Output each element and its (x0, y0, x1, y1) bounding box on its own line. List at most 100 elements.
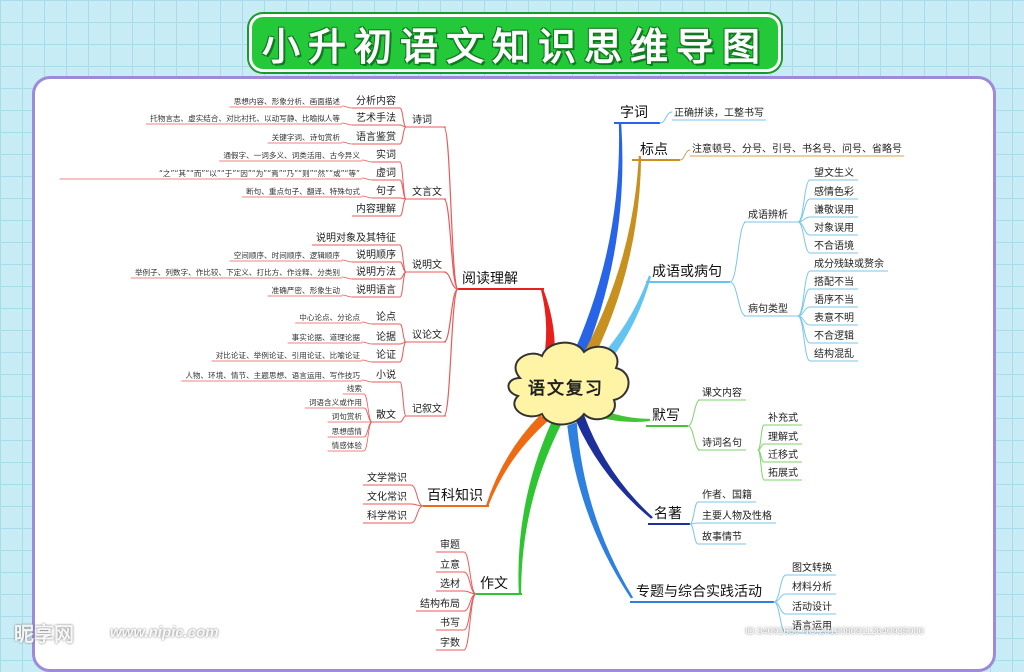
node-reading-detail: 准确严密、形象生动 (272, 285, 341, 295)
node-reading-item: 论据 (376, 330, 396, 343)
link-moxie-item (757, 449, 765, 481)
node-reading-item: 散文 (376, 408, 396, 421)
link-reading-item (399, 107, 407, 128)
node-reading-detail: 事实论据、道理论据 (292, 332, 361, 342)
mindmap-canvas: 阅读理解诗词分析内容思想内容、形象分析、画面描述艺术手法托物言志、虚实结合、对比… (59, 94, 904, 651)
node-chengyu-item: 成分残缺或赘余 (814, 257, 884, 270)
node-reading-item: 说明对象及其特征 (316, 231, 396, 244)
node-reading-group: 诗词 (412, 113, 432, 126)
node-moxie-group: 课文内容 (702, 386, 742, 399)
link-zuowen-item (463, 571, 477, 595)
link-reading-item (399, 271, 407, 298)
link-sanwen-sub (363, 407, 373, 423)
node-mingzhu-item: 故事情节 (702, 530, 742, 543)
node-reading-detail: 举例子、列数字、作比较、下定义、打比方、作诠释、分类别 (135, 267, 340, 277)
link-reading-group (443, 288, 459, 417)
node-reading-detail: 人物、环境、情节、主题思想、语言运用、写作技巧 (185, 370, 360, 380)
link-reading-item (399, 341, 407, 363)
node-zuowen-item: 结构布局 (420, 597, 460, 610)
node-sanwen-sub: 词句赏析 (332, 411, 363, 421)
node-reading-item: 内容理解 (356, 202, 396, 215)
node-chengyu-item: 结构混乱 (814, 347, 854, 360)
watermark-url: www.nipic.com (110, 624, 219, 641)
node-reading-item: 实词 (376, 148, 396, 161)
link-moxie-item (757, 424, 765, 451)
link-reading-detail (361, 177, 373, 181)
node-reading-item: 虚词 (376, 167, 396, 179)
node-reading-group: 记叙文 (412, 402, 442, 415)
node-zici: 字词 (620, 105, 648, 121)
link-zuowen-item (463, 593, 477, 651)
link-reading-detail (341, 141, 353, 145)
link-reading-detail (341, 259, 353, 263)
node-sanwen-sub: 词语含义或作用 (309, 397, 362, 407)
link-zhuanti-item (773, 601, 787, 634)
link-chengyu-item (797, 270, 811, 317)
node-moxie: 默写 (652, 408, 680, 424)
node-zhuanti-item: 材料分析 (792, 580, 832, 593)
link-chengyu-group (729, 281, 747, 317)
node-chengyu-item: 语序不当 (814, 293, 854, 306)
link-reading-detail (361, 321, 373, 325)
link-chengyu-item (797, 198, 811, 223)
link-chengyu-item (797, 179, 811, 223)
node-zuowen-item: 字数 (440, 636, 460, 649)
link-moxie-group (687, 399, 701, 427)
link-biaodian-detail (679, 149, 691, 161)
node-reading-item: 分析内容 (356, 94, 396, 107)
node-chengyu-item: 不合逻辑 (814, 329, 854, 342)
node-reading-item: 语言鉴赏 (356, 130, 396, 143)
node-reading-detail: “之”“其”“而”“以”“于”“因”“为”“焉”“乃”“则”“然”“或”“等” (159, 168, 360, 178)
link-reading-detail (361, 341, 373, 345)
link-reading-item (399, 198, 407, 217)
node-mingzhu-item: 主要人物及性格 (702, 509, 772, 522)
node-reading-detail: 中心论点、分论点 (299, 312, 360, 322)
node-chengyu-group: 病句类型 (748, 302, 788, 315)
link-reading-group (443, 198, 459, 290)
node-baike-item: 文化常识 (367, 490, 407, 503)
link-reading-detail (341, 122, 353, 126)
trunk-zici (568, 122, 623, 368)
link-moxie-group (687, 425, 701, 451)
link-reading-detail (341, 105, 353, 109)
link-reading-item (399, 381, 407, 417)
node-reading-detail: 空间顺序、时间顺序、逻辑顺序 (234, 250, 341, 260)
link-reading-group (443, 126, 459, 290)
node-zhuanti-item: 活动设计 (792, 600, 832, 613)
node-moxie-item: 迁移式 (768, 448, 798, 461)
node-reading-detail: 关键字词、诗句赏析 (272, 132, 341, 142)
link-reading-item (399, 323, 407, 343)
trunk-baike (485, 415, 549, 507)
node-reading-group: 文言文 (412, 185, 442, 198)
link-reading-detail (361, 359, 373, 363)
node-reading-item: 论证 (376, 348, 396, 361)
node-sanwen-sub: 线索 (347, 383, 363, 393)
node-reading-item: 句子 (376, 184, 396, 197)
node-reading-detail: 断句、重点句子、翻译、特殊句式 (246, 186, 360, 196)
node-zuowen-item: 书写 (440, 617, 460, 629)
node-moxie-group: 诗词名句 (702, 436, 742, 449)
link-reading-detail (361, 195, 373, 199)
node-moxie-item: 拓展式 (768, 466, 798, 479)
link-mingzhu-item (689, 501, 699, 525)
center-label: 语文复习 (528, 378, 604, 399)
node-chengyu-item: 表意不明 (814, 311, 854, 324)
node-biaodian: 标点 (640, 142, 668, 158)
node-zuowen-item: 选材 (440, 577, 460, 590)
link-reading-detail (341, 276, 353, 280)
node-biaodian-detail: 注意顿号、分号、引号、书名号、问号、省略号 (692, 142, 902, 155)
node-chengyu-item: 谦敬误用 (814, 203, 854, 216)
node-zhuanti-item: 图文转换 (792, 561, 832, 574)
node-mingzhu-item: 作者、国籍 (702, 488, 752, 501)
node-zuowen: 作文 (480, 576, 508, 592)
link-chengyu-group (729, 221, 747, 283)
node-mingzhu: 名著 (654, 506, 682, 522)
watermark-id: ID:34091650 NO:20190809112640935000 (745, 626, 924, 637)
node-zuowen-item: 审题 (440, 538, 460, 551)
trunk-mingzhu (575, 415, 653, 519)
link-zici-detail (659, 111, 673, 124)
center-cloud (507, 341, 630, 426)
link-mingzhu-item (689, 523, 699, 545)
link-baike-item (410, 484, 424, 507)
node-baike: 百科知识 (427, 487, 483, 504)
